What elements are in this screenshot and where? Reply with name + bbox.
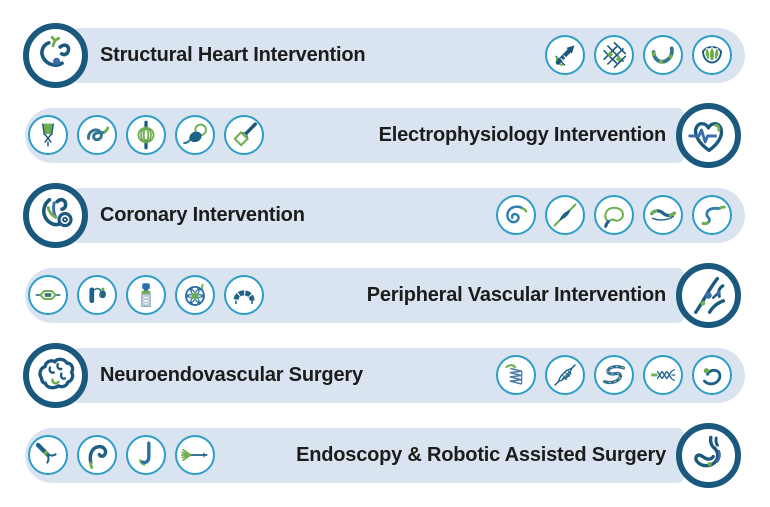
segmented-catheter-icon <box>643 195 683 235</box>
ablation-coil-icon <box>77 115 117 155</box>
device-icon-group <box>496 355 732 395</box>
flow-diverter-icon <box>643 355 683 395</box>
cryoballoon-icon <box>175 115 215 155</box>
device-icon-group <box>545 35 732 75</box>
endoscope-hook-icon <box>77 435 117 475</box>
aspiration-device-icon <box>77 275 117 315</box>
band-structural-heart: Structural Heart Intervention <box>0 23 770 88</box>
band-title: Electrophysiology Intervention <box>378 124 667 146</box>
band-coronary: Coronary Intervention <box>0 183 770 248</box>
band-title: Structural Heart Intervention <box>100 44 366 66</box>
device-icon-group <box>28 435 215 475</box>
band-title: Neuroendovascular Surgery <box>100 364 363 386</box>
steerable-catheter-icon <box>643 35 683 75</box>
stomach-icon <box>676 423 741 488</box>
embolic-coil-icon <box>496 355 536 395</box>
spray-catheter-icon <box>175 435 215 475</box>
band-title: Coronary Intervention <box>100 204 305 226</box>
device-icon-group <box>28 115 264 155</box>
ecg-heart-icon <box>676 103 741 168</box>
band-title: Peripheral Vascular Intervention <box>366 284 666 306</box>
detachable-coil-icon <box>692 355 732 395</box>
brain-icon <box>23 343 88 408</box>
band-endoscopy-robotic: Endoscopy & Robotic Assisted Surgery <box>0 423 770 488</box>
band-peripheral-vascular: Peripheral Vascular Intervention <box>0 263 770 328</box>
duodenoscope-icon <box>126 435 166 475</box>
peripheral-balloon-icon <box>28 275 68 315</box>
delivery-system-icon <box>545 35 585 75</box>
band-title: Endoscopy & Robotic Assisted Surgery <box>296 444 666 466</box>
spiral-guidewire-icon <box>496 195 536 235</box>
stent-retriever-icon <box>545 355 585 395</box>
device-icon-group <box>496 195 732 235</box>
covered-stent-icon <box>126 275 166 315</box>
introducer-sheath-icon <box>28 115 68 155</box>
band-neuroendovascular: Neuroendovascular Surgery <box>0 343 770 408</box>
heart-stethoscope-icon <box>23 183 88 248</box>
vessel-bifurcation-icon <box>676 263 741 328</box>
valve-leaflets-icon <box>692 35 732 75</box>
basket-catheter-icon <box>126 115 166 155</box>
loop-guidewire-icon <box>594 195 634 235</box>
access-catheter-icon <box>594 355 634 395</box>
device-icon-group <box>28 275 264 315</box>
mesh-stent-icon <box>594 35 634 75</box>
mapping-electrode-icon <box>224 115 264 155</box>
balloon-catheter-icon <box>545 195 585 235</box>
band-electrophysiology: Electrophysiology Intervention <box>0 103 770 168</box>
structural-heart-icon <box>23 23 88 88</box>
embolic-filter-icon <box>175 275 215 315</box>
grasper-forceps-icon <box>28 435 68 475</box>
s-guidewire-icon <box>692 195 732 235</box>
stent-graft-arch-icon <box>224 275 264 315</box>
